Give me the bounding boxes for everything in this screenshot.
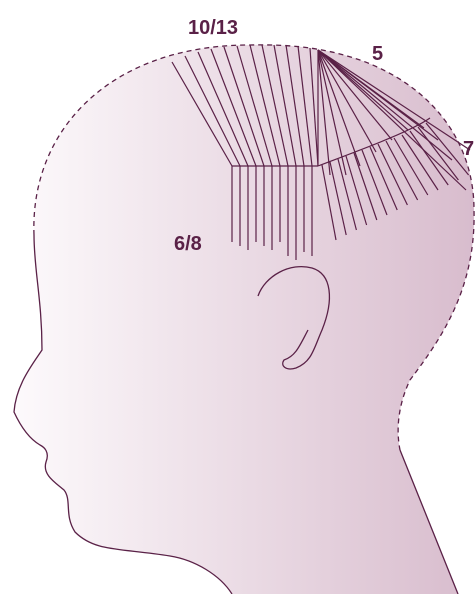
label-top-section: 10/13 bbox=[188, 17, 238, 39]
label-side-section: 6/8 bbox=[174, 233, 202, 255]
label-back-section: 7 bbox=[463, 138, 474, 160]
label-crown-section: 5 bbox=[372, 43, 383, 65]
